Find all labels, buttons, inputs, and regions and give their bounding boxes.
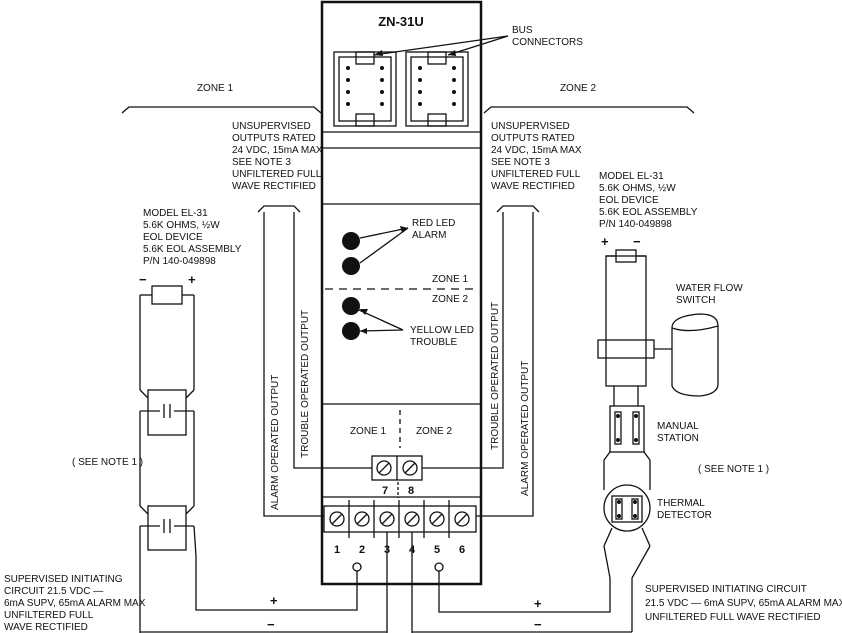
initiating-circuit-wiring: [139, 532, 632, 633]
red-led-label-1: RED LED: [412, 218, 455, 229]
left-eol-plus: +: [188, 272, 196, 287]
zn31u-module: [320, 0, 483, 586]
thermal-detector-label-2: DETECTOR: [657, 510, 712, 521]
terminal-zone1-label: ZONE 1: [350, 426, 387, 437]
terminal-block-upper: [371, 455, 423, 481]
thermal-detector-label-1: THERMAL: [657, 498, 705, 509]
svg-text:EOL DEVICE: EOL DEVICE: [143, 232, 203, 243]
terminal-number-2: 2: [359, 544, 365, 556]
zone1-alarm-output-label: ALARM OPERATED OUTPUT: [270, 375, 281, 510]
yellow-led-label-2: TROUBLE: [410, 337, 458, 348]
zone1-trouble-output-label: TROUBLE OPERATED OUTPUT: [300, 310, 311, 458]
right-circuit-minus: −: [534, 617, 542, 632]
bus-connectors-label-2: CONNECTORS: [512, 37, 583, 48]
svg-text:24 VDC, 15mA MAX: 24 VDC, 15mA MAX: [232, 145, 323, 156]
zone1-header: ZONE 1: [197, 83, 234, 94]
svg-text:CIRCUIT 21.5 VDC —: CIRCUIT 21.5 VDC —: [4, 586, 103, 597]
bus-connectors-label-1: BUS: [512, 25, 533, 36]
svg-text:UNSUPERVISED: UNSUPERVISED: [232, 121, 311, 132]
left-eol-minus: −: [139, 272, 147, 287]
right-eol-label: MODEL EL-31 5.6K OHMS, ½W EOL DEVICE 5.6…: [599, 171, 698, 230]
svg-text:SUPERVISED INITIATING CIRCUIT: SUPERVISED INITIATING CIRCUIT: [645, 584, 807, 595]
svg-text:MODEL EL-31: MODEL EL-31: [599, 171, 664, 182]
led-zone2-label: ZONE 2: [432, 294, 469, 305]
svg-text:OUTPUTS RATED: OUTPUTS RATED: [491, 133, 575, 144]
red-led-label-2: ALARM: [412, 230, 446, 241]
red-led-zone2: [342, 257, 360, 275]
yellow-led-zone2: [342, 322, 360, 340]
terminal-number-1: 1: [334, 544, 340, 556]
zone2-bracket: [483, 106, 695, 114]
zone2-alarm-output-label: ALARM OPERATED OUTPUT: [520, 361, 531, 496]
zone2-output-bracket: [496, 205, 540, 213]
zone1-output-bracket: [257, 205, 301, 213]
svg-text:P/N 140-049898: P/N 140-049898: [599, 219, 672, 230]
svg-text:UNFILTERED FULL: UNFILTERED FULL: [491, 169, 581, 180]
svg-text:5.6K EOL ASSEMBLY: 5.6K EOL ASSEMBLY: [599, 207, 698, 218]
svg-text:5.6K OHMS, ½W: 5.6K OHMS, ½W: [143, 220, 220, 231]
svg-text:5.6K OHMS, ½W: 5.6K OHMS, ½W: [599, 183, 676, 194]
zone1-bracket: [121, 106, 322, 114]
svg-text:24 VDC, 15mA MAX: 24 VDC, 15mA MAX: [491, 145, 582, 156]
left-see-note: ( SEE NOTE 1 ): [72, 457, 143, 468]
right-see-note: ( SEE NOTE 1 ): [698, 464, 769, 475]
left-circuit-plus: +: [270, 593, 278, 608]
terminal-number-5: 5: [434, 544, 440, 556]
manual-station-label-1: MANUAL: [657, 421, 699, 432]
svg-text:21.5 VDC — 6mA SUPV, 65mA ALAR: 21.5 VDC — 6mA SUPV, 65mA ALARM MAX: [645, 598, 842, 609]
led-indicators: [325, 226, 478, 340]
svg-text:SUPERVISED INITIATING: SUPERVISED INITIATING: [4, 574, 123, 585]
left-initiating-devices: [139, 285, 197, 557]
right-eol-plus: +: [601, 234, 609, 249]
terminal-number-8: 8: [408, 485, 414, 497]
svg-text:WAVE RECTIFIED: WAVE RECTIFIED: [232, 181, 316, 192]
left-circuit-minus: −: [267, 617, 275, 632]
terminal-number-7: 7: [382, 485, 388, 497]
outputs-note-zone2: UNSUPERVISED OUTPUTS RATED 24 VDC, 15mA …: [491, 121, 582, 192]
yellow-led-zone1: [342, 297, 360, 315]
svg-text:UNSUPERVISED: UNSUPERVISED: [491, 121, 570, 132]
terminal-block-lower: [323, 500, 477, 538]
module-title: ZN-31U: [378, 14, 424, 29]
zone2-trouble-output-label: TROUBLE OPERATED OUTPUT: [490, 302, 501, 450]
manual-station-label-2: STATION: [657, 433, 699, 444]
zone2-header: ZONE 2: [560, 83, 597, 94]
terminal-zone2-label: ZONE 2: [416, 426, 453, 437]
svg-text:UNFILTERED FULL: UNFILTERED FULL: [232, 169, 322, 180]
svg-text:UNFILTERED FULL WAVE RECTIFIED: UNFILTERED FULL WAVE RECTIFIED: [645, 612, 821, 623]
svg-text:6mA SUPV, 65mA ALARM MAX: 6mA SUPV, 65mA ALARM MAX: [4, 598, 146, 609]
svg-text:UNFILTERED FULL: UNFILTERED FULL: [4, 610, 94, 621]
terminal-number-6: 6: [459, 544, 465, 556]
svg-text:5.6K EOL ASSEMBLY: 5.6K EOL ASSEMBLY: [143, 244, 242, 255]
water-flow-label-1: WATER FLOW: [676, 283, 743, 294]
outputs-note-zone1: UNSUPERVISED OUTPUTS RATED 24 VDC, 15mA …: [232, 121, 323, 192]
svg-text:WAVE RECTIFIED: WAVE RECTIFIED: [4, 622, 88, 633]
bus-connector-right: [405, 51, 469, 127]
svg-text:EOL DEVICE: EOL DEVICE: [599, 195, 659, 206]
svg-text:SEE NOTE 3: SEE NOTE 3: [232, 157, 291, 168]
right-eol-minus: −: [633, 234, 641, 249]
output-wiring: [263, 212, 534, 517]
right-circuit-plus: +: [534, 596, 542, 611]
yellow-led-label-1: YELLOW LED: [410, 325, 474, 336]
svg-text:SEE NOTE 3: SEE NOTE 3: [491, 157, 550, 168]
left-eol-label: MODEL EL-31 5.6K OHMS, ½W EOL DEVICE 5.6…: [143, 208, 242, 267]
right-initiating-devices: [597, 249, 719, 632]
bus-connector-left: [333, 51, 397, 127]
led-zone1-label: ZONE 1: [432, 274, 469, 285]
bus-connector-pointers: [373, 35, 509, 56]
water-flow-label-2: SWITCH: [676, 295, 715, 306]
svg-text:P/N 140-049898: P/N 140-049898: [143, 256, 216, 267]
svg-text:MODEL EL-31: MODEL EL-31: [143, 208, 208, 219]
svg-text:WAVE RECTIFIED: WAVE RECTIFIED: [491, 181, 575, 192]
red-led-zone1: [342, 232, 360, 250]
right-supervised-label: SUPERVISED INITIATING CIRCUIT 21.5 VDC —…: [645, 584, 842, 623]
left-supervised-label: SUPERVISED INITIATING CIRCUIT 21.5 VDC —…: [4, 574, 146, 633]
svg-text:OUTPUTS RATED: OUTPUTS RATED: [232, 133, 316, 144]
